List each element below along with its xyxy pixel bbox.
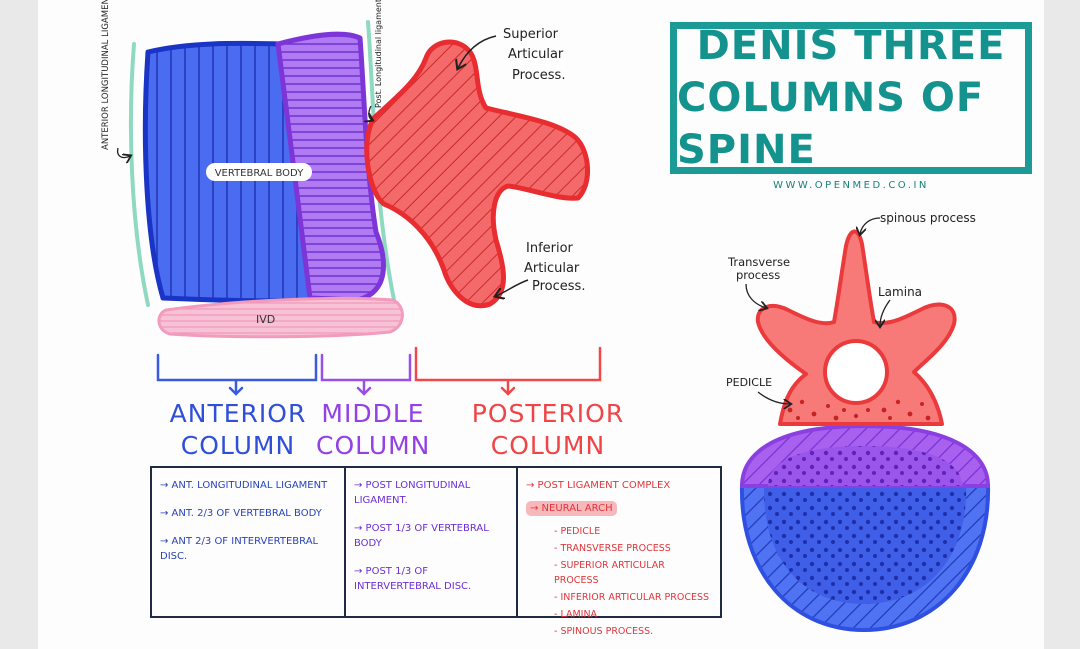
middle-item: → POST 1/3 OF INTERVERTEBRAL DISC.: [354, 566, 472, 592]
posterior-ligament-label: Post. Longitudinal ligament:: [374, 0, 383, 108]
svg-text:process: process: [736, 268, 780, 282]
ivd-label: IVD: [256, 313, 275, 326]
spinous-arrow: [860, 217, 881, 234]
transverse-process-label: Transverse process: [727, 255, 790, 282]
lamina-label: Lamina: [878, 285, 922, 299]
middle-item: → POST 1/3 OF VERTEBRAL BODY: [354, 523, 489, 549]
website-url: WWW.OPENMED.CO.IN: [773, 180, 929, 191]
middle-item: → POST LONGITUDINAL LIGAMENT.: [354, 480, 471, 506]
axial-body-middle-core: [768, 446, 962, 486]
transverse-arrow: [745, 283, 766, 308]
inferior-articular-arrow: [496, 279, 529, 296]
pedicle-dots: [787, 399, 931, 421]
superior-articular-arrow: [458, 35, 497, 68]
spinous-process-label: spinous process: [880, 211, 976, 225]
superior-articular-label: Superior Articular Process.: [503, 27, 565, 83]
axial-body-anterior-core: [763, 486, 967, 604]
svg-text:Process.: Process.: [532, 279, 585, 294]
anterior-ligament-label: ANTERIOR LONGITUDINAL LIGAMENT:: [101, 0, 111, 150]
posterior-heading-line1: POSTERIOR: [471, 399, 625, 428]
title-box: DENIS THREE COLUMNS OF SPINE: [670, 22, 1032, 174]
spine-illustration: VERTEBRAL BODY IVD ANTERIOR LONGITUDINAL…: [101, 0, 991, 633]
anterior-item: → ANT 2/3 OF INTERVERTEBRAL DISC.: [160, 536, 319, 562]
anterior-heading-line2: COLUMN: [180, 431, 296, 460]
posterior-elements: [364, 39, 591, 309]
middle-column-heading: MIDDLE COLUMN: [316, 398, 430, 462]
middle-heading-line1: MIDDLE: [321, 399, 425, 428]
title-line-2: COLUMNS OF SPINE: [677, 75, 985, 173]
vertebral-body-label-bg: [206, 163, 312, 181]
posterior-item-neural-arch: → NEURAL ARCH: [526, 501, 617, 516]
middle-heading-line2: COLUMN: [316, 431, 431, 460]
neural-arch-subitem: - PEDICLE: [554, 526, 601, 537]
neural-arch-subitem: - SUPERIOR ARTICULAR PROCESS: [554, 560, 665, 586]
anterior-column-heading: ANTERIOR COLUMN: [150, 398, 326, 462]
posterior-bracket: [414, 346, 602, 396]
title-line-1: DENIS THREE: [696, 23, 1006, 69]
svg-text:Superior: Superior: [503, 27, 559, 42]
pedicle-arrow: [757, 391, 790, 404]
posterior-column-cell: → POST LIGAMENT COMPLEX → NEURAL ARCH - …: [516, 468, 720, 637]
anterior-item: → ANT. LONGITUDINAL LIGAMENT: [160, 480, 328, 491]
neural-arch-subitem: - TRANSVERSE PROCESS: [554, 543, 671, 554]
middle-column-cell: → POST LONGITUDINAL LIGAMENT. → POST 1/3…: [344, 468, 516, 616]
svg-text:Articular: Articular: [508, 47, 564, 62]
svg-text:Transverse: Transverse: [727, 255, 790, 269]
svg-text:Inferior: Inferior: [526, 241, 574, 256]
vertebral-foramen: [823, 339, 889, 405]
anterior-longitudinal-ligament: [128, 42, 150, 307]
diagram-page: VERTEBRAL BODY IVD ANTERIOR LONGITUDINAL…: [38, 0, 1044, 649]
axial-neural-arch: [755, 229, 957, 426]
vertebral-body-label: VERTEBRAL BODY: [215, 168, 305, 179]
anterior-bracket: [156, 353, 318, 396]
lamina-arrow: [880, 299, 891, 326]
columns-table: → ANT. LONGITUDINAL LIGAMENT → ANT. 2/3 …: [150, 466, 722, 637]
anterior-heading-line1: ANTERIOR: [169, 399, 307, 428]
anterior-item: → ANT. 2/3 OF VERTEBRAL BODY: [160, 508, 322, 519]
intervertebral-disc: [157, 296, 404, 339]
anterior-ligament-arrow: [116, 147, 130, 158]
anterior-column-cell: → ANT. LONGITUDINAL LIGAMENT → ANT. 2/3 …: [152, 468, 344, 616]
posterior-ligament-arrow: [369, 105, 372, 120]
middle-bracket: [320, 353, 412, 396]
pedicle-label: PEDICLE: [726, 376, 772, 389]
posterior-item: → POST LIGAMENT COMPLEX: [526, 480, 671, 491]
neural-arch-subitem: - LAMINA: [554, 609, 598, 620]
svg-text:Articular: Articular: [524, 261, 580, 276]
neural-arch-subitem: - INFERIOR ARTICULAR PROCESS: [554, 592, 710, 603]
neural-arch-subitem: - SPINOUS PROCESS.: [554, 626, 654, 637]
svg-text:Process.: Process.: [512, 68, 565, 83]
posterior-column-heading: POSTERIOR COLUMN: [458, 398, 638, 462]
posterior-heading-line2: COLUMN: [490, 431, 606, 460]
inferior-articular-label: Inferior Articular Process.: [524, 241, 585, 294]
